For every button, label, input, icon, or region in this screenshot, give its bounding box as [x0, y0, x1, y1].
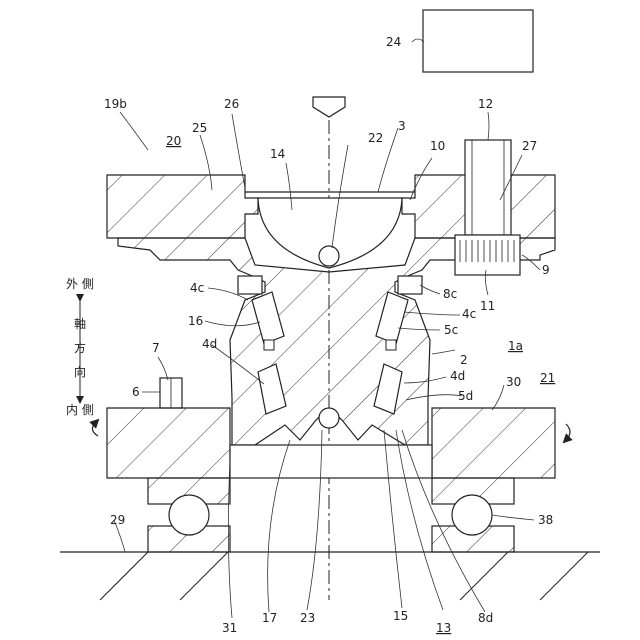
label-20: 20 — [166, 134, 181, 148]
label-axial-3: 向 — [74, 364, 86, 379]
label-27: 27 — [522, 139, 537, 153]
label-5d: 5d — [458, 389, 473, 403]
ball-22 — [319, 246, 339, 266]
label-8c: 8c — [443, 287, 457, 301]
label-14: 14 — [270, 147, 285, 161]
label-9: 9 — [542, 263, 550, 277]
ball-38 — [452, 495, 492, 535]
label-31: 31 — [222, 621, 237, 635]
ground-hatch — [100, 552, 588, 600]
seal-right-8c — [398, 276, 422, 294]
label-inner-side: 内 側 — [66, 403, 94, 417]
label-12: 12 — [478, 97, 493, 111]
ball-23 — [319, 408, 339, 428]
label-26: 26 — [224, 97, 239, 111]
label-30: 30 — [506, 375, 521, 389]
seal-left — [238, 276, 262, 294]
box-24 — [423, 10, 533, 72]
label-4c-left: 4c — [190, 281, 204, 295]
label-5c: 5c — [444, 323, 458, 337]
cage-left-mid — [264, 340, 274, 350]
upper-plate-20 — [107, 175, 258, 238]
label-17: 17 — [262, 611, 277, 625]
label-29: 29 — [110, 513, 125, 527]
rotation-arrow-left — [92, 422, 98, 436]
label-38: 38 — [538, 513, 553, 527]
label-6: 6 — [132, 385, 140, 399]
label-1a: 1a — [508, 339, 523, 353]
cage-right-mid — [386, 340, 396, 350]
label-4d-right: 4d — [450, 369, 465, 383]
lower-plate-right-30 — [432, 408, 555, 478]
label-19b: 19b — [104, 97, 127, 111]
bolt-head-11 — [455, 235, 520, 275]
ball-left — [169, 495, 209, 535]
label-25: 25 — [192, 121, 207, 135]
label-2: 2 — [460, 353, 468, 367]
label-axial-1: 軸 — [74, 317, 86, 331]
label-21: 21 — [540, 371, 555, 385]
label-23: 23 — [300, 611, 315, 625]
label-16: 16 — [188, 314, 203, 328]
load-arrow — [313, 97, 345, 117]
lower-plate-left — [107, 408, 230, 478]
label-axial-2: 方 — [74, 340, 86, 355]
label-22: 22 — [368, 131, 383, 145]
label-4d-left: 4d — [202, 337, 217, 351]
label-15: 15 — [393, 609, 408, 623]
label-3: 3 — [398, 119, 406, 133]
label-13: 13 — [436, 621, 451, 635]
label-8d: 8d — [478, 611, 493, 625]
label-outer-side: 外 側 — [66, 277, 94, 291]
label-10: 10 — [430, 139, 445, 153]
label-7: 7 — [152, 341, 160, 355]
label-11: 11 — [480, 299, 495, 313]
rotation-arrow-right — [566, 424, 570, 440]
label-24: 24 — [386, 35, 401, 49]
label-4c-right: 4c — [462, 307, 476, 321]
